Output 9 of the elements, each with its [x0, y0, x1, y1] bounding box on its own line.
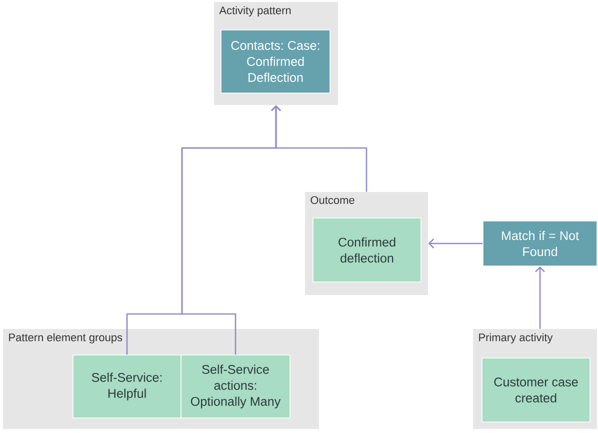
arrow — [428, 238, 483, 248]
arrow — [271, 105, 368, 192]
process-box: Contacts: Case: Confirmed Deflection — [220, 30, 330, 94]
process-box: Match if = Not Found — [482, 220, 598, 266]
process-box: Self-Service actions: Optionally Many — [180, 354, 290, 418]
arrow — [535, 266, 545, 329]
process-box: Confirmed deflection — [312, 218, 422, 282]
process-box: Customer case created — [482, 358, 590, 422]
process-box: Self-Service: Helpful — [72, 354, 182, 418]
